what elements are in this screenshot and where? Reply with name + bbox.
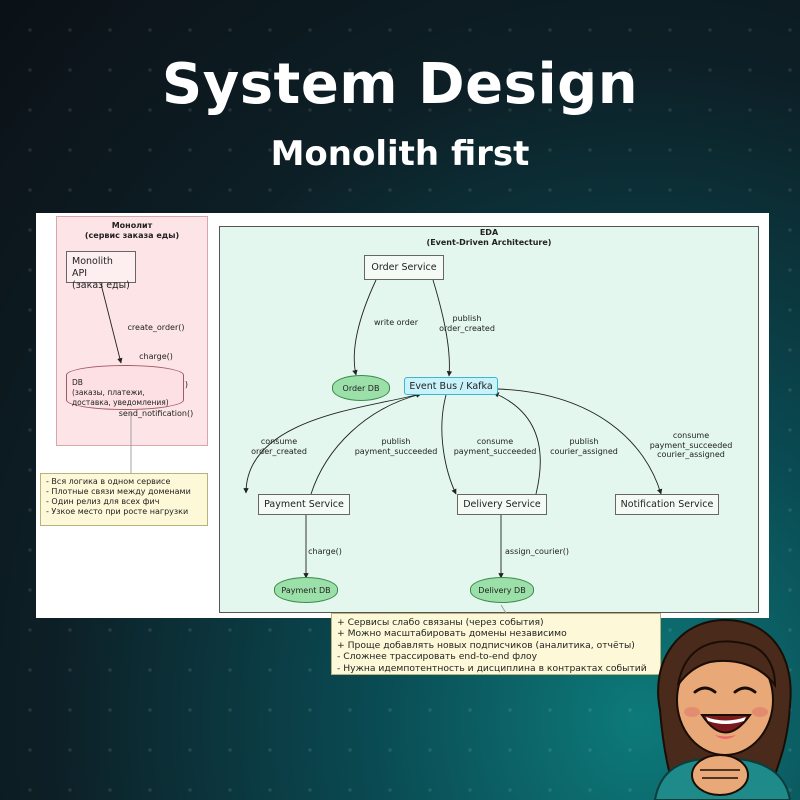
- consume-notification-arrow: [497, 388, 663, 495]
- page-subtitle: Monolith first: [270, 134, 530, 174]
- eda-note-connector: [500, 604, 507, 614]
- eda-title: EDA (Event-Driven Architecture): [426, 228, 552, 247]
- publish-courier-arrow: [493, 392, 541, 495]
- write-order-label: write order: [374, 318, 418, 327]
- write-order-arrow: [352, 279, 377, 376]
- payment-service-node: Payment Service: [258, 494, 350, 515]
- consume-payment-succeeded-label: consume payment_succeeded: [453, 437, 537, 456]
- publish-courier-assigned-label: publish courier_assigned: [550, 437, 618, 456]
- consume-order-created-label: consume order_created: [251, 437, 307, 456]
- consume-payment-arrow: [441, 394, 457, 495]
- monolith-notes: - Вся логика в одном сервисе - Плотные с…: [40, 473, 208, 526]
- notification-service-node: Notification Service: [615, 494, 719, 515]
- assign-courier-label: assign_courier(): [505, 547, 569, 556]
- character-illustration: [653, 618, 792, 800]
- charge-label: charge(): [308, 547, 342, 556]
- order-service-node: Order Service: [364, 255, 444, 280]
- monolith-db: DB (заказы, платежи, доставка, уведомлен…: [66, 365, 184, 410]
- architecture-diagram: Монолит (сервис заказа еды) Monolith API…: [36, 213, 769, 618]
- payment-db: Payment DB: [274, 577, 338, 603]
- event-bus-node: Event Bus / Kafka: [404, 377, 498, 395]
- monolith-arrow: [100, 283, 123, 364]
- consume-notification-label: consume payment_succeeded courier_assign…: [649, 431, 733, 459]
- delivery-service-node: Delivery Service: [457, 494, 547, 515]
- delivery-db: Delivery DB: [470, 577, 534, 603]
- publish-payment-succeeded-label: publish payment_succeeded: [354, 437, 438, 456]
- eda-notes: + Сервисы слабо связаны (через события) …: [331, 613, 661, 675]
- diagram-connectors: [100, 279, 663, 614]
- eda-panel: [219, 226, 759, 613]
- consume-order-created-arrow: [243, 394, 417, 494]
- publish-order-created-arrow: [432, 279, 453, 377]
- order-db: Order DB: [332, 375, 390, 401]
- page-title: System Design: [161, 52, 639, 117]
- monolith-title: Монолит (сервис заказа еды): [84, 221, 180, 240]
- publish-order-created-label: publish order_created: [439, 314, 495, 333]
- publish-payment-arrow: [310, 392, 422, 495]
